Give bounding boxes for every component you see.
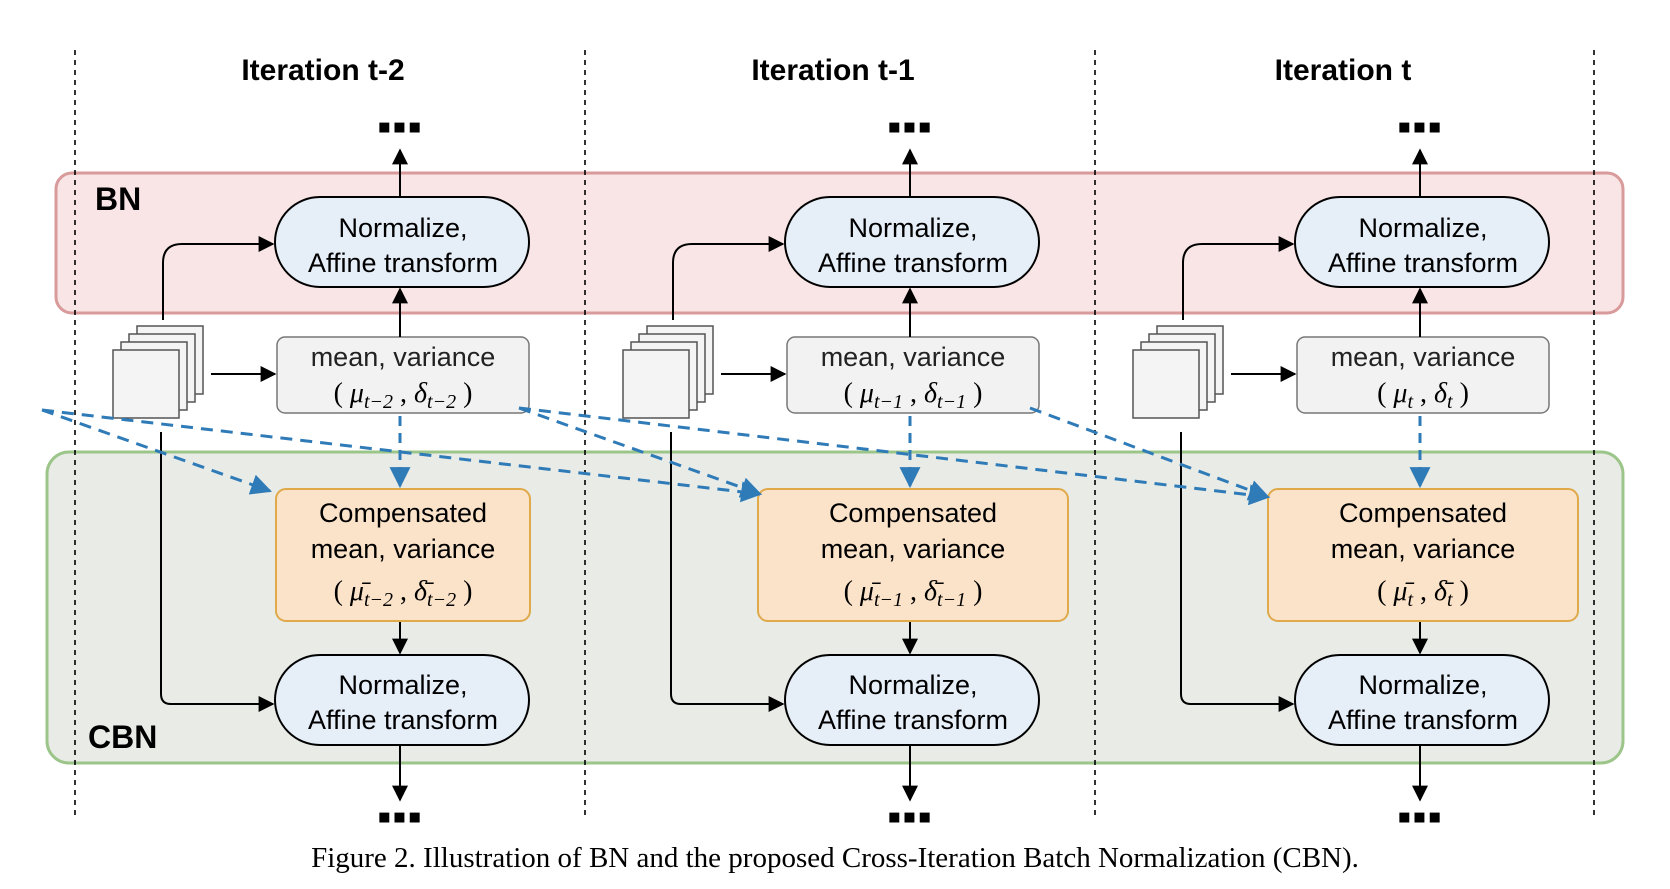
path-features-to-cbn-t xyxy=(1180,432,1295,712)
bn-normalize-label-2-t-1: Affine transform xyxy=(818,248,1008,278)
compensated-label-1-t-1: Compensated xyxy=(829,498,997,528)
bn-normalize-box-t xyxy=(1294,196,1550,288)
cbn-normalize-label-1-t: Normalize, xyxy=(1358,670,1487,700)
compensated-box-t xyxy=(1267,488,1579,622)
stats-math-t: ( μt , δt ) xyxy=(1377,378,1469,413)
stats-label-t: mean, variance xyxy=(1331,342,1516,372)
compensated-label-2-t: mean, variance xyxy=(1331,534,1516,564)
path-features-to-bn-t-2 xyxy=(162,236,275,320)
arrow-stats-t-2-to-comp-t xyxy=(518,406,1271,506)
stats-label-t-1: mean, variance xyxy=(821,342,1006,372)
path-features-to-cbn-t-1 xyxy=(670,432,785,712)
ellipsis-bottom-t-2: ▪▪▪ xyxy=(377,795,423,839)
compensated-math-t: ( μ̄t , δ̄t ) xyxy=(1377,576,1469,611)
bn-normalize-label-1-t-1: Normalize, xyxy=(848,213,977,243)
ellipsis-top-t-1: ▪▪▪ xyxy=(887,105,933,149)
figure-caption: Figure 2. Illustration of BN and the pro… xyxy=(311,842,1359,874)
iteration-column-t-2: Iteration t-2 ▪▪▪ ▪▪▪ xyxy=(241,54,423,839)
arrow-stats-t-2-to-comp-t-1 xyxy=(518,406,762,498)
stats-label-t-2: mean, variance xyxy=(311,342,496,372)
iteration-title-t-1: Iteration t-1 xyxy=(751,54,914,87)
cross-iteration-arrows xyxy=(41,406,1271,506)
cbn-normalize-box-t xyxy=(1294,654,1550,746)
iteration-title-t-2: Iteration t-2 xyxy=(241,54,404,87)
cbn-label: CBN xyxy=(88,719,157,755)
ellipsis-bottom-t-1: ▪▪▪ xyxy=(887,795,933,839)
cbn-normalize-label-2-t: Affine transform xyxy=(1328,705,1518,735)
path-features-to-cbn-t-2 xyxy=(160,432,275,712)
feature-map-stack-t-2 xyxy=(112,325,204,419)
compensated-label-2-t-2: mean, variance xyxy=(311,534,496,564)
compensated-label-1-t: Compensated xyxy=(1339,498,1507,528)
cbn-normalize-box-t-2 xyxy=(274,654,530,746)
bn-normalize-label-1-t-2: Normalize, xyxy=(338,213,467,243)
ellipsis-top-t: ▪▪▪ xyxy=(1397,105,1443,149)
arrow-prev-to-comp-t-1 xyxy=(41,408,763,503)
ellipsis-bottom-t: ▪▪▪ xyxy=(1397,795,1443,839)
stats-box-t-2 xyxy=(276,336,530,414)
feature-map-stack-t-1 xyxy=(622,325,714,419)
iteration-column-t-1: Iteration t-1 ▪▪▪ ▪▪▪ xyxy=(751,54,933,839)
iteration-title-t: Iteration t xyxy=(1275,54,1412,87)
stats-math-t-1: ( μt−1 , δt−1 ) xyxy=(844,378,983,413)
ellipsis-top-t-2: ▪▪▪ xyxy=(377,105,423,149)
stats-box-t xyxy=(1296,336,1550,414)
cbn-normalize-label-1-t-2: Normalize, xyxy=(338,670,467,700)
arrow-prev-to-comp-t-2 xyxy=(41,408,272,495)
cbn-normalize-label-1-t-1: Normalize, xyxy=(848,670,977,700)
compensated-label-2-t-1: mean, variance xyxy=(821,534,1006,564)
compensated-math-t-1: ( μ̄t−1 , δ̄t−1 ) xyxy=(844,576,983,611)
bn-label: BN xyxy=(95,181,141,217)
compensated-label-1-t-2: Compensated xyxy=(319,498,487,528)
bn-normalize-label-1-t: Normalize, xyxy=(1358,213,1487,243)
cbn-normalize-label-2-t-2: Affine transform xyxy=(308,705,498,735)
bn-normalize-label-2-t: Affine transform xyxy=(1328,248,1518,278)
iteration-column-t: Iteration t ▪▪▪ ▪▪▪ xyxy=(1275,54,1443,839)
stats-math-t-2: ( μt−2 , δt−2 ) xyxy=(334,378,473,413)
bn-normalize-box-t-1 xyxy=(784,196,1040,288)
compensated-box-t-1 xyxy=(757,488,1069,622)
stats-box-t-1 xyxy=(786,336,1040,414)
cbn-normalize-label-2-t-1: Affine transform xyxy=(818,705,1008,735)
arrow-stats-t-1-to-comp-t xyxy=(1029,406,1270,501)
bn-normalize-label-2-t-2: Affine transform xyxy=(308,248,498,278)
compensated-box-t-2 xyxy=(275,488,531,622)
feature-map-stack-t xyxy=(1132,325,1224,419)
path-features-to-bn-t xyxy=(1182,236,1295,320)
bn-normalize-box-t-2 xyxy=(274,196,530,288)
path-features-to-bn-t-1 xyxy=(672,236,785,320)
iteration-separators xyxy=(74,50,1595,820)
cbn-normalize-box-t-1 xyxy=(784,654,1040,746)
